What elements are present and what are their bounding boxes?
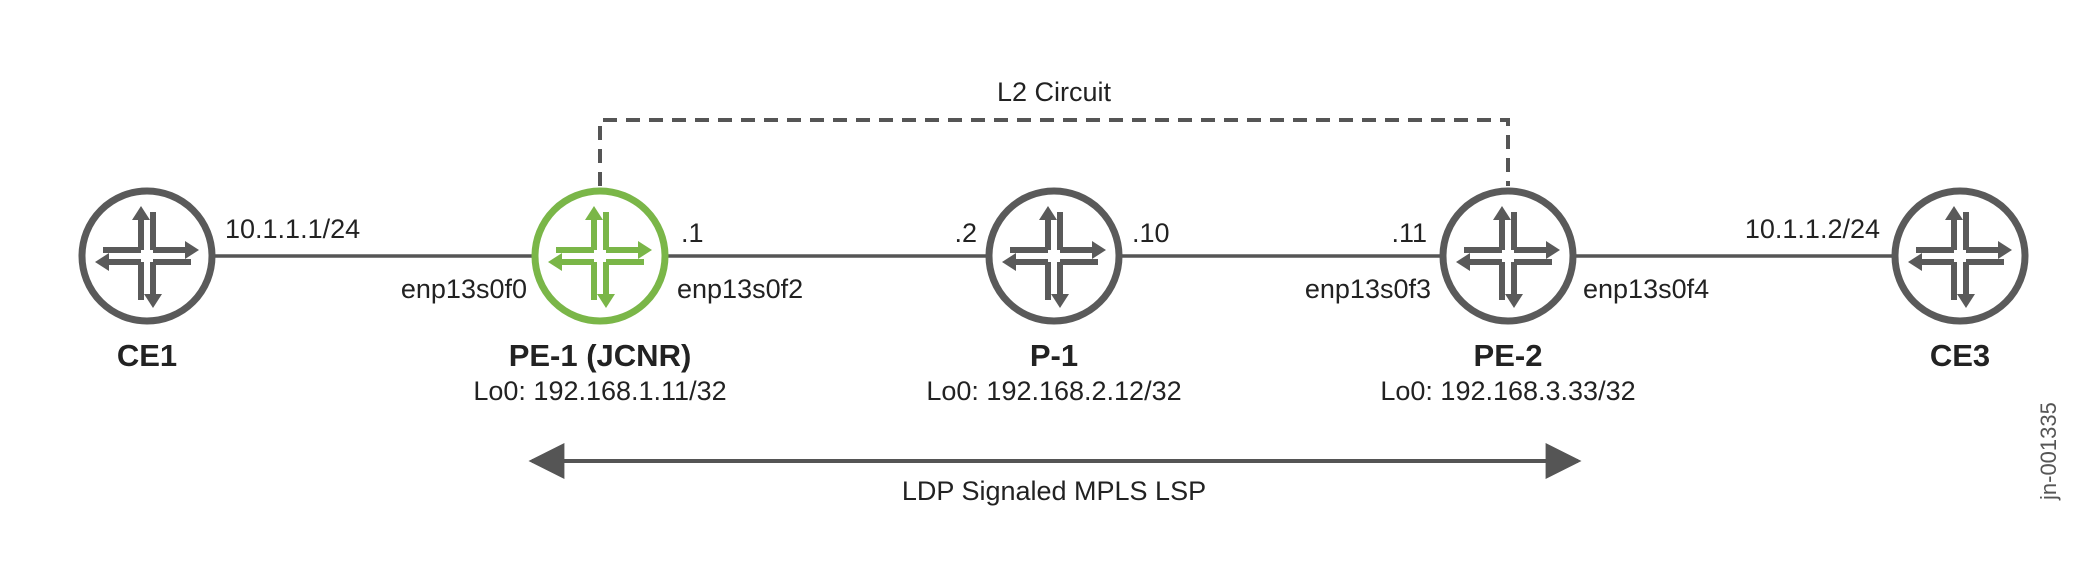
router-p1[interactable] <box>989 191 1119 321</box>
pe1-address-dot1: .1 <box>681 218 704 248</box>
l2-circuit-path <box>598 118 1510 186</box>
router-icon <box>989 191 1119 321</box>
l2-circuit-label: L2 Circuit <box>997 77 1112 107</box>
document-id: jn-001335 <box>2036 402 2061 501</box>
router-icon <box>82 191 212 321</box>
router-name-pe1: PE-1 (JCNR) <box>509 338 692 373</box>
router-name-ce3: CE3 <box>1930 338 1990 373</box>
router-icon <box>535 191 665 321</box>
router-icon <box>1895 191 2025 321</box>
router-ce3[interactable] <box>1895 191 2025 321</box>
lsp-label: LDP Signaled MPLS LSP <box>902 476 1206 506</box>
pe2-iface-enp13s0f4: enp13s0f4 <box>1583 274 1709 304</box>
router-ce1[interactable] <box>82 191 212 321</box>
pe1-iface-enp13s0f0: enp13s0f0 <box>401 274 527 304</box>
loopback-pe1: Lo0: 192.168.1.11/32 <box>473 376 726 406</box>
p1-address-dot2: .2 <box>954 218 977 248</box>
pe1-iface-enp13s0f2: enp13s0f2 <box>677 274 803 304</box>
ce1-address: 10.1.1.1/24 <box>225 214 360 244</box>
router-name-pe2: PE-2 <box>1474 338 1543 373</box>
ce3-address: 10.1.1.2/24 <box>1745 214 1880 244</box>
router-pe2[interactable] <box>1443 191 1573 321</box>
loopback-pe2: Lo0: 192.168.3.33/32 <box>1380 376 1635 406</box>
router-pe1[interactable] <box>535 191 665 321</box>
p1-address-dot10: .10 <box>1132 218 1170 248</box>
pe2-iface-enp13s0f3: enp13s0f3 <box>1305 274 1431 304</box>
router-name-p1: P-1 <box>1030 338 1078 373</box>
router-icon <box>1443 191 1573 321</box>
router-name-ce1: CE1 <box>117 338 177 373</box>
pe2-address-dot11: .11 <box>1391 218 1427 248</box>
loopback-p1: Lo0: 192.168.2.12/32 <box>926 376 1181 406</box>
